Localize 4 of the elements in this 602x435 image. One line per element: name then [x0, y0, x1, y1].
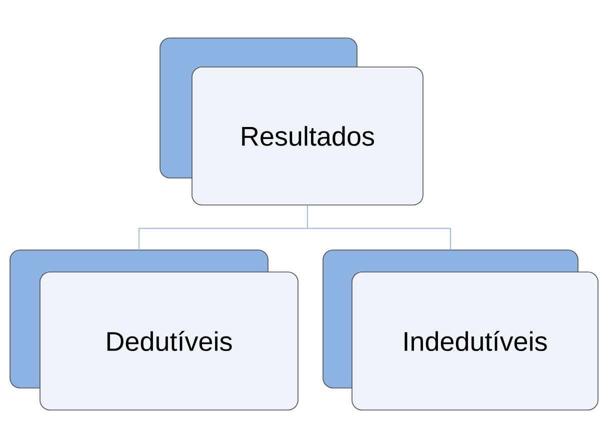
hierarchy-box: Resultados [160, 38, 424, 206]
hierarchy-box: Dedutíveis [10, 250, 298, 410]
hierarchy-box: Indedutíveis [322, 250, 598, 410]
connector-line [307, 204, 451, 250]
